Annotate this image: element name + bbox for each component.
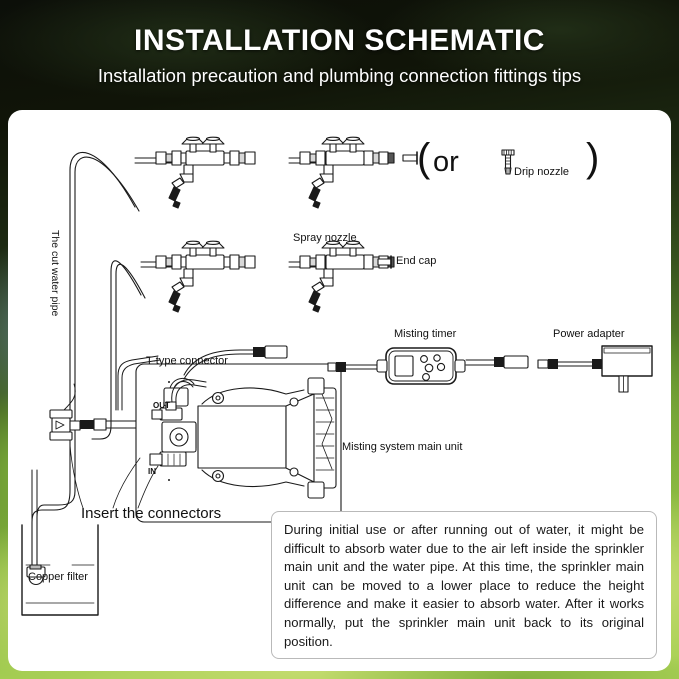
or-text: or bbox=[433, 146, 459, 178]
or-paren-close: ) bbox=[586, 136, 600, 180]
label-misting-timer: Misting timer bbox=[394, 328, 457, 340]
label-cut-water-pipe: The cut water pipe bbox=[49, 230, 61, 317]
page-subtitle: Installation precaution and plumbing con… bbox=[97, 65, 582, 86]
schematic-card: The cut water pipe Spray nozzle End cap … bbox=[8, 110, 671, 671]
label-t-type-connector: T-type connector bbox=[146, 355, 228, 367]
label-misting-system-main-unit: Misting system main unit bbox=[342, 441, 463, 453]
label-spray-nozzle: Spray nozzle bbox=[293, 232, 357, 244]
label-insert-the-connectors: Insert the connectors bbox=[81, 505, 222, 522]
label-drip-nozzle: Drip nozzle bbox=[514, 166, 570, 178]
or-paren-open: ( bbox=[417, 136, 431, 180]
label-port-out: OUT bbox=[153, 401, 170, 410]
precaution-note-box: During initial use or after running out … bbox=[271, 511, 657, 659]
header: INSTALLATION SCHEMATIC Installation prec… bbox=[0, 0, 679, 110]
installation-schematic-drawing bbox=[21, 136, 653, 616]
label-port-in: IN bbox=[148, 467, 156, 476]
precaution-note-text: During initial use or after running out … bbox=[284, 522, 644, 649]
page-title: INSTALLATION SCHEMATIC bbox=[134, 24, 545, 57]
label-power-adapter: Power adapter bbox=[553, 328, 625, 340]
label-copper-filter: Copper filter bbox=[28, 571, 88, 583]
label-end-cap: End cap bbox=[396, 255, 437, 267]
